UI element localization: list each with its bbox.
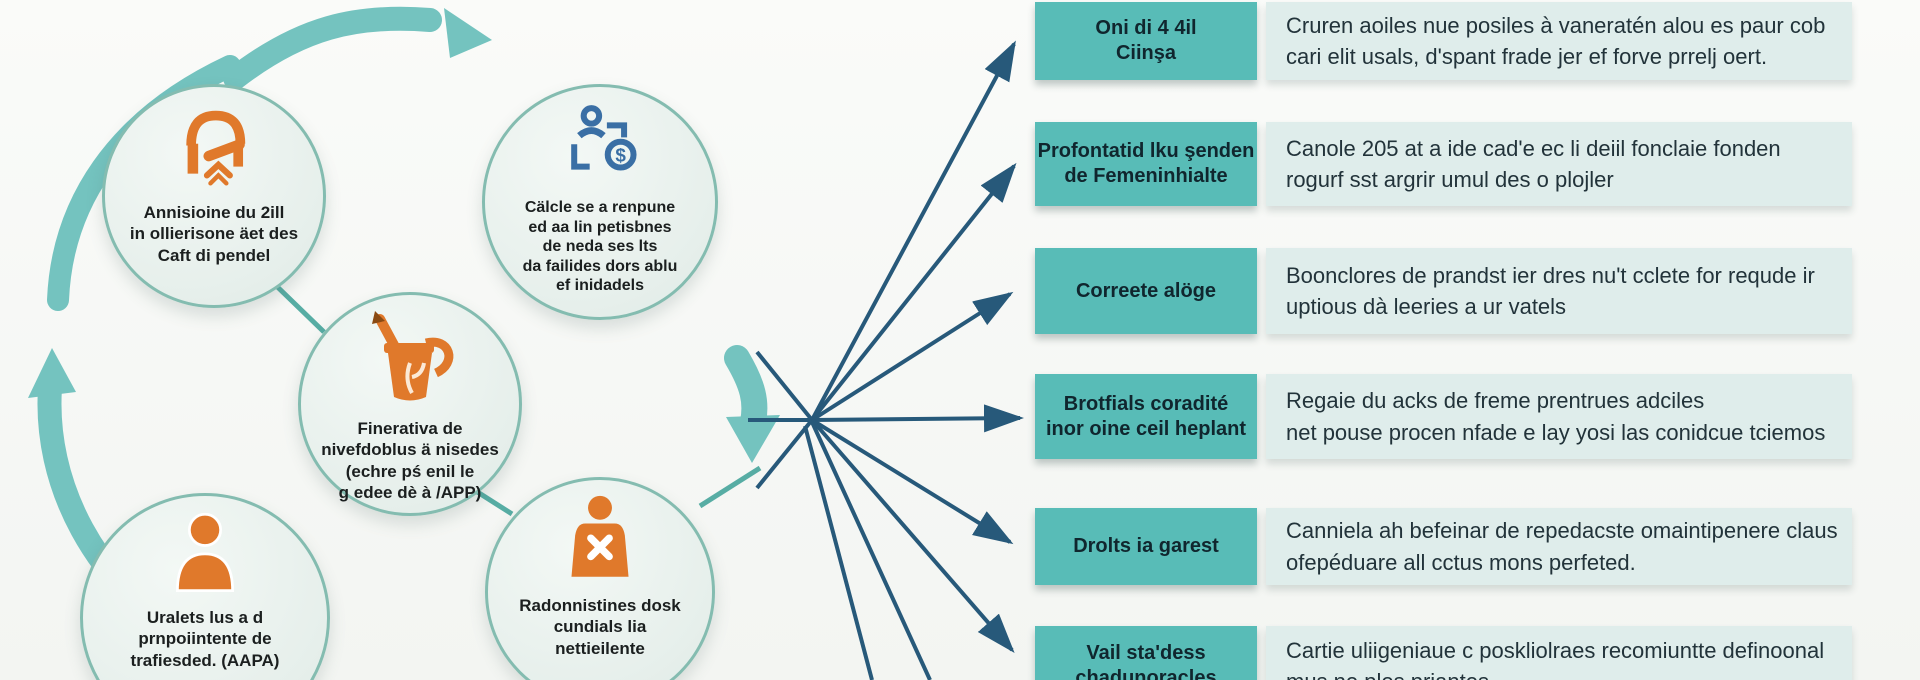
workflow-person-icon: $ xyxy=(552,103,648,194)
row-5-description: Canniela ah befeinar de repedacste omain… xyxy=(1266,508,1852,585)
info-row-4: Brotfials coradité inor oine ceil heplan… xyxy=(1035,374,1852,459)
circle-finerativa: Finerativa de nivefdoblus ä nisedes (ech… xyxy=(298,292,522,516)
circle-annisioine: Annisioine du 2ill in ollierisone äet de… xyxy=(102,84,326,308)
row-2-description: Canole 205 at a ide cad'e ec li deiil fo… xyxy=(1266,122,1852,206)
circle-annisioine-label: Annisioine du 2ill in ollierisone äet de… xyxy=(129,203,299,265)
person-x-icon xyxy=(552,494,648,591)
row-1-label: Oni di 4 4il Ciinşa xyxy=(1035,2,1257,80)
row-3-label: Correete alöge xyxy=(1035,248,1257,334)
svg-text:$: $ xyxy=(615,145,626,166)
info-row-2: Profontatid lku şenden de Femeninhialte … xyxy=(1035,122,1852,206)
circle-radonnistines-label: Radonnistines dosk cundials lia nettieil… xyxy=(519,596,681,658)
circle-calcle-label: Cälcle se a renpune ed aa lin petisbnes … xyxy=(522,199,678,295)
circle-radonnistines: Radonnistines dosk cundials lia nettieil… xyxy=(485,477,715,680)
row-4-description: Regaie du acks de freme prentrues adcile… xyxy=(1266,374,1852,459)
circle-finerativa-label: Finerativa de nivefdoblus ä nisedes (ech… xyxy=(321,419,499,503)
row-4-label: Brotfials coradité inor oine ceil heplan… xyxy=(1035,374,1257,459)
info-row-1: Oni di 4 4il Ciinşa Cruren aoiles nue po… xyxy=(1035,2,1852,80)
row-6-description: Cartie uliigeniaue c poskliolraes recomi… xyxy=(1266,626,1852,680)
connector-c5-fan xyxy=(698,465,762,509)
row-1-description: Cruren aoiles nue posiles à vaneratén al… xyxy=(1266,2,1852,80)
row-2-label: Profontatid lku şenden de Femeninhialte xyxy=(1035,122,1257,206)
row-6-label: Vail sta'dess chadunoracles xyxy=(1035,626,1257,680)
fan-arrows xyxy=(748,40,1024,680)
circle-calcle: $ Cälcle se a renpune ed aa lin petisbne… xyxy=(482,84,718,320)
info-row-3: Correete alöge Boonclores de prandst ier… xyxy=(1035,248,1852,334)
info-row-5: Drolts ia garest Canniela ah befeinar de… xyxy=(1035,508,1852,585)
row-3-description: Boonclores de prandst ier dres nu't ccle… xyxy=(1266,248,1852,334)
person-icon xyxy=(155,506,255,603)
circle-uralets-label: Uralets lus a d prnpoiintente de trafies… xyxy=(130,608,280,670)
toolbox-bucket-icon xyxy=(358,309,462,414)
info-row-6: Vail sta'dess chadunoracles Cartie uliig… xyxy=(1035,626,1852,680)
cycle-arrow-top xyxy=(223,6,492,90)
justice-gavel-icon xyxy=(166,105,262,198)
row-5-label: Drolts ia garest xyxy=(1035,508,1257,585)
cycle-arrow-down xyxy=(724,345,780,463)
